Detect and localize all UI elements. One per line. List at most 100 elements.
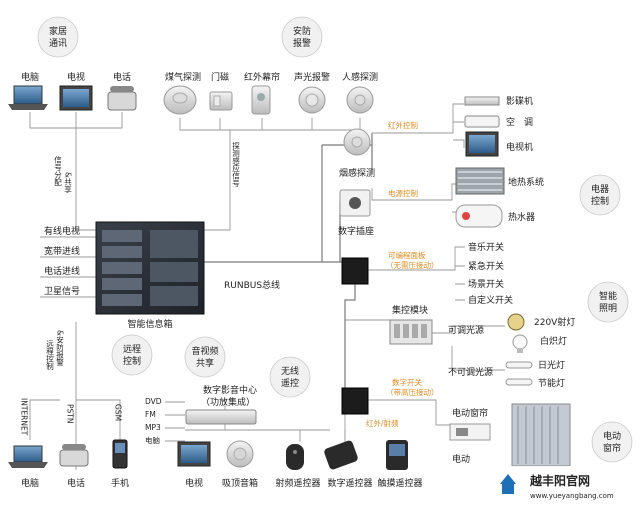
svg-text:电动: 电动 bbox=[603, 430, 621, 442]
runbus-label: RUNBUS总线 bbox=[224, 279, 280, 291]
bottom-tv-icon bbox=[177, 441, 211, 467]
input-cable-tv: 有线电视 bbox=[44, 225, 80, 237]
label-digital-no-wire: （带高压接动） bbox=[386, 387, 439, 397]
label-gsm: GSM bbox=[114, 404, 123, 421]
label-programmable: 可编程面板 bbox=[388, 250, 426, 260]
svg-text:安防: 安防 bbox=[293, 25, 311, 37]
fluorescent-icon bbox=[505, 361, 533, 369]
svg-text:报警: 报警 bbox=[293, 37, 311, 49]
dvd-player-icon bbox=[464, 96, 500, 106]
source-computer: 电脑 bbox=[145, 435, 160, 445]
label-nondimmable: 不可调光源 bbox=[448, 366, 493, 378]
label-module: 集控模块 bbox=[392, 304, 428, 316]
label-body: 人感探测 bbox=[342, 71, 378, 83]
svg-text:照明: 照明 bbox=[599, 303, 617, 314]
info-box-title: 智能信息箱 bbox=[127, 318, 172, 330]
label-no-wire: （无需压接动） bbox=[386, 260, 439, 270]
laptop-icon bbox=[8, 85, 48, 110]
svg-text:窗帘: 窗帘 bbox=[603, 442, 621, 454]
energy-saving-icon bbox=[505, 378, 533, 386]
tv-set-icon bbox=[465, 131, 499, 157]
av-amplifier-icon bbox=[185, 409, 257, 425]
label-security-alarm: &安防报警 bbox=[55, 330, 64, 367]
source-fm: FM bbox=[145, 410, 156, 419]
rf-remote-icon bbox=[286, 444, 304, 470]
label-share: &共享 bbox=[63, 172, 72, 193]
label-dimmable: 可调光源 bbox=[448, 324, 484, 336]
info-box bbox=[95, 221, 205, 315]
label-motor-curtain: 电动窗帘 bbox=[452, 407, 488, 419]
label-smoke: 烟感探测 bbox=[339, 167, 375, 179]
motion-detector-icon bbox=[346, 86, 374, 114]
label-spot: 220V射灯 bbox=[534, 316, 575, 328]
control-module-icon bbox=[389, 319, 433, 345]
label-tv: 电视 bbox=[67, 71, 85, 83]
label-digital-switch: 数字开关 bbox=[392, 377, 422, 387]
bubble-security: 安防 报警 bbox=[281, 16, 323, 58]
water-heater-icon bbox=[455, 204, 503, 228]
label-ir-curtain: 红外幕帘 bbox=[244, 71, 280, 83]
smoke-detector-icon bbox=[343, 128, 371, 156]
watermark-brand: 越丰阳官网 bbox=[529, 473, 590, 488]
switch-music: 音乐开关 bbox=[468, 241, 504, 253]
digital-remote-icon bbox=[324, 440, 358, 470]
svg-text:家居: 家居 bbox=[49, 25, 67, 37]
svg-text:共享: 共享 bbox=[196, 357, 214, 369]
switch-custom: 自定义开关 bbox=[468, 294, 513, 306]
bubble-wireless: 无线 遥控 bbox=[269, 356, 311, 398]
svg-text:电器: 电器 bbox=[591, 183, 609, 195]
svg-text:通讯: 通讯 bbox=[49, 38, 67, 49]
bottom-phone-icon bbox=[59, 444, 89, 467]
label-gas: 煤气探测 bbox=[165, 71, 201, 83]
label-incandescent: 白炽灯 bbox=[540, 335, 567, 347]
door-sensor-icon bbox=[209, 91, 233, 111]
label-probe: 探测感应信号 bbox=[231, 141, 240, 189]
bottom-label-mobile: 手机 bbox=[111, 477, 129, 489]
label-siren: 声光报警 bbox=[294, 71, 330, 83]
bubble-appliance: 电器 控制 bbox=[579, 174, 621, 216]
bulb-icon bbox=[512, 334, 528, 353]
watermark-url: www.yueyangbang.com bbox=[530, 492, 614, 500]
mobile-icon bbox=[112, 439, 128, 469]
label-saving: 节能灯 bbox=[538, 377, 565, 389]
svg-text:远程: 远程 bbox=[123, 344, 141, 355]
label-socket: 数字插座 bbox=[338, 225, 374, 237]
svg-text:控制: 控制 bbox=[591, 195, 609, 207]
label-ac: 空 调 bbox=[506, 116, 533, 128]
siren-icon bbox=[298, 86, 326, 114]
switch-emergency: 紧急开关 bbox=[468, 260, 504, 272]
svg-text:遥控: 遥控 bbox=[281, 377, 299, 389]
air-conditioner-icon bbox=[464, 115, 500, 128]
bottom-label-rf-remote: 射频遥控器 bbox=[275, 477, 320, 489]
bubble-electric-curtain: 电动 窗帘 bbox=[591, 421, 633, 463]
bottom-label-tv: 电视 bbox=[185, 477, 203, 489]
label-door: 门磁 bbox=[211, 71, 229, 83]
label-power-control: 电源控制 bbox=[388, 188, 418, 198]
svg-text:控制: 控制 bbox=[123, 355, 141, 367]
phone-icon bbox=[107, 86, 137, 111]
label-remote-ctrl: 远程控制 bbox=[45, 340, 54, 372]
source-mp3: MP3 bbox=[145, 423, 161, 432]
label-tv-set: 电视机 bbox=[506, 141, 533, 153]
floor-heating-icon bbox=[455, 167, 505, 195]
bottom-label-computer: 电脑 bbox=[21, 477, 39, 489]
watermark: 越丰阳官网 www.yueyangbang.com bbox=[490, 466, 640, 505]
spotlight-icon bbox=[507, 313, 525, 331]
label-pstn: PSTN bbox=[66, 404, 75, 423]
programmable-panel-icon bbox=[341, 257, 369, 285]
bubble-lighting: 智能 照明 bbox=[587, 281, 629, 323]
gas-detector-icon bbox=[163, 85, 197, 115]
label-ir-control: 红外控制 bbox=[388, 120, 418, 130]
svg-text:无线: 无线 bbox=[281, 365, 299, 377]
label-internet: INTERNET bbox=[20, 398, 29, 436]
curtain-icon bbox=[511, 403, 571, 467]
switch-scene: 场景开关 bbox=[468, 278, 504, 290]
label-phone: 电话 bbox=[113, 71, 131, 83]
bubble-remote: 远程 控制 bbox=[111, 334, 153, 376]
ceiling-speaker-icon bbox=[226, 440, 254, 468]
label-water-heater: 热水器 bbox=[508, 211, 535, 223]
digital-switch-icon bbox=[341, 387, 369, 415]
touch-remote-icon bbox=[386, 440, 408, 470]
ir-curtain-icon bbox=[251, 85, 271, 115]
